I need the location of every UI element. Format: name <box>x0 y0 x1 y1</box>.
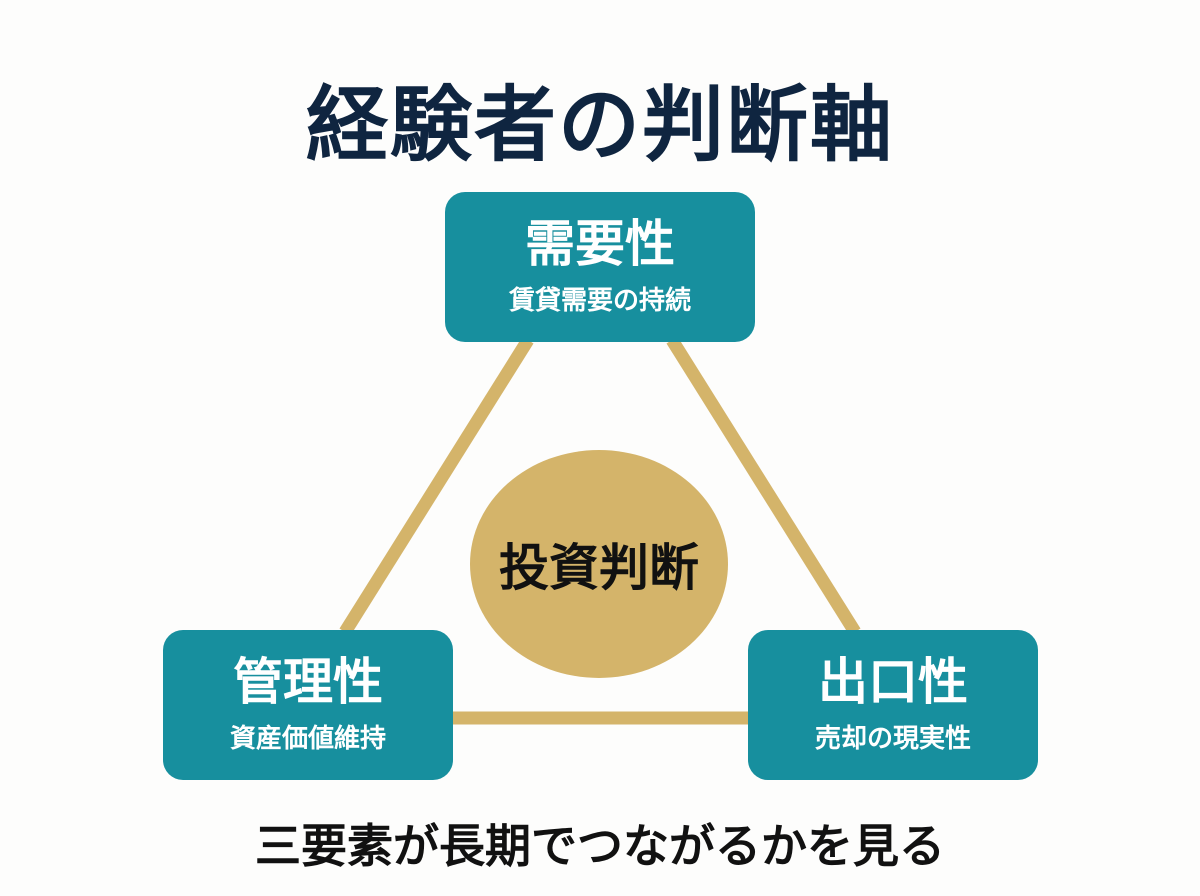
node-title: 出口性 <box>818 653 968 711</box>
node-subtitle: 資産価値維持 <box>229 724 386 754</box>
diagram-caption: 三要素が長期でつながるかを見る <box>255 819 945 873</box>
node-title: 需要性 <box>525 215 675 273</box>
node-management: 管理性 資産価値維持 <box>163 630 453 780</box>
node-title: 管理性 <box>233 653 383 711</box>
diagram-title: 経験者の判断軸 <box>305 78 894 173</box>
hub-label: 投資判断 <box>499 539 699 597</box>
node-subtitle: 売却の現実性 <box>814 724 971 754</box>
node-demand: 需要性 賃貸需要の持続 <box>445 192 755 342</box>
connector-top-right <box>666 336 861 636</box>
hub-investment-decision: 投資判断 <box>470 450 728 678</box>
node-subtitle: 賃貸需要の持続 <box>508 286 691 316</box>
connector-top-left <box>339 336 534 636</box>
node-exit: 出口性 売却の現実性 <box>748 630 1038 780</box>
